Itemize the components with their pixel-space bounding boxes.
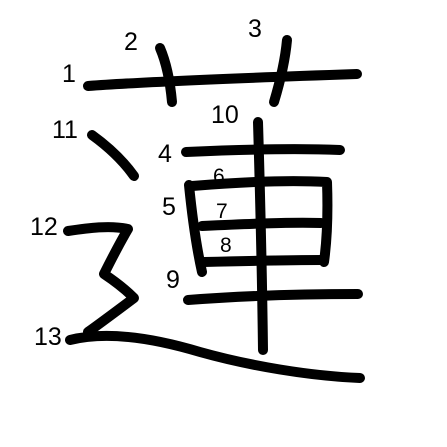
stroke-number-7: 7 — [216, 200, 228, 223]
stroke-number-11: 11 — [52, 116, 78, 144]
stroke-13 — [65, 330, 365, 383]
stroke-number-5: 5 — [162, 193, 176, 221]
stroke-number-10: 10 — [211, 101, 239, 129]
stroke-1 — [83, 69, 362, 91]
stroke-6 — [187, 176, 333, 267]
stroke-number-8: 8 — [220, 234, 232, 257]
stroke-12 — [63, 222, 139, 337]
stroke-2 — [155, 43, 177, 107]
stroke-11 — [87, 130, 139, 181]
stroke-number-13: 13 — [34, 323, 62, 351]
stroke-number-4: 4 — [158, 140, 172, 168]
stroke-10 — [253, 117, 268, 355]
stroke-number-12: 12 — [30, 213, 58, 241]
stroke-9 — [183, 289, 363, 305]
stroke-number-2: 2 — [124, 28, 138, 56]
stroke-3 — [269, 35, 292, 107]
stroke-number-6: 6 — [213, 165, 225, 188]
stroke-number-3: 3 — [248, 15, 262, 43]
stroke-number-1: 1 — [62, 60, 76, 88]
stroke-number-9: 9 — [166, 266, 180, 294]
stroke-7 — [197, 217, 326, 231]
